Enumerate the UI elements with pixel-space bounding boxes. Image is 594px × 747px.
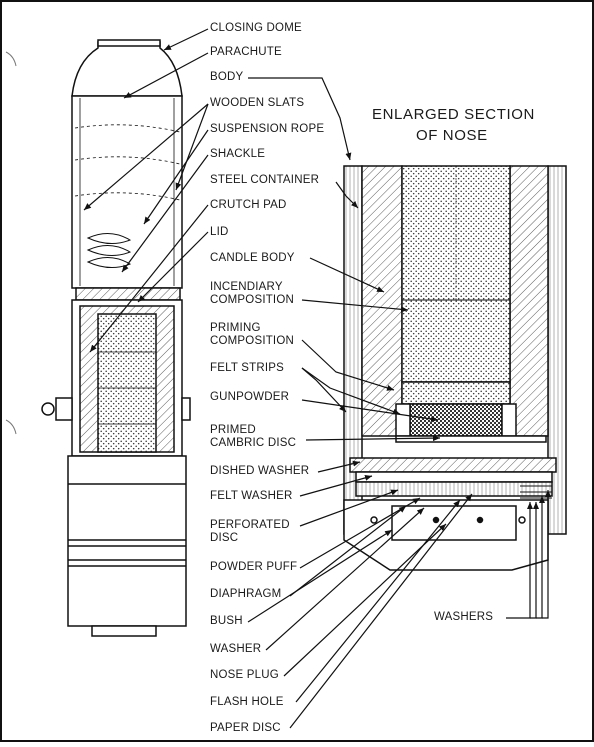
label-nose-plug: NOSE PLUG	[210, 669, 279, 681]
label-washers: WASHERS	[434, 611, 494, 623]
label-gunpowder: GUNPOWDER	[210, 391, 290, 403]
label-diaphragm: DIAPHRAGM	[210, 588, 282, 600]
label-bush: BUSH	[210, 615, 243, 627]
label-perforated-line2: DISC	[210, 532, 239, 544]
label-crutch-pad: CRUTCH PAD	[210, 199, 287, 211]
bomb-full-view	[41, 39, 191, 637]
section-title-line1: ENLARGED SECTION	[372, 106, 535, 123]
label-parachute: PARACHUTE	[210, 46, 282, 58]
leader-lines	[83, 28, 551, 729]
label-flash-hole: FLASH HOLE	[210, 696, 284, 708]
label-lid: LID	[210, 226, 229, 238]
label-paper-disc: PAPER DISC	[210, 722, 281, 734]
label-shackle: SHACKLE	[210, 148, 266, 160]
label-priming-line2: COMPOSITION	[210, 335, 294, 347]
label-candle-body: CANDLE BODY	[210, 252, 295, 264]
nose-section-view	[343, 165, 567, 571]
label-felt-strips: FELT STRIPS	[210, 362, 284, 374]
label-closing-dome: CLOSING DOME	[210, 22, 302, 34]
label-felt-washer: FELT WASHER	[210, 490, 293, 502]
label-washer: WASHER	[210, 643, 262, 655]
label-primed-line2: CAMBRIC DISC	[210, 437, 297, 449]
label-powder-puff: POWDER PUFF	[210, 561, 298, 573]
label-steel-container: STEEL CONTAINER	[210, 174, 320, 186]
label-dished-washer: DISHED WASHER	[210, 465, 310, 477]
label-suspension-rope: SUSPENSION ROPE	[210, 123, 325, 135]
label-perforated-line1: PERFORATED	[210, 519, 290, 531]
label-body: BODY	[210, 71, 244, 83]
section-title-line2: OF NOSE	[416, 127, 488, 144]
label-incendiary-line2: COMPOSITION	[210, 294, 294, 306]
label-priming-line1: PRIMING	[210, 322, 261, 334]
label-primed-line1: PRIMED	[210, 424, 256, 436]
label-incendiary-line1: INCENDIARY	[210, 281, 283, 293]
label-wooden-slats: WOODEN SLATS	[210, 97, 305, 109]
